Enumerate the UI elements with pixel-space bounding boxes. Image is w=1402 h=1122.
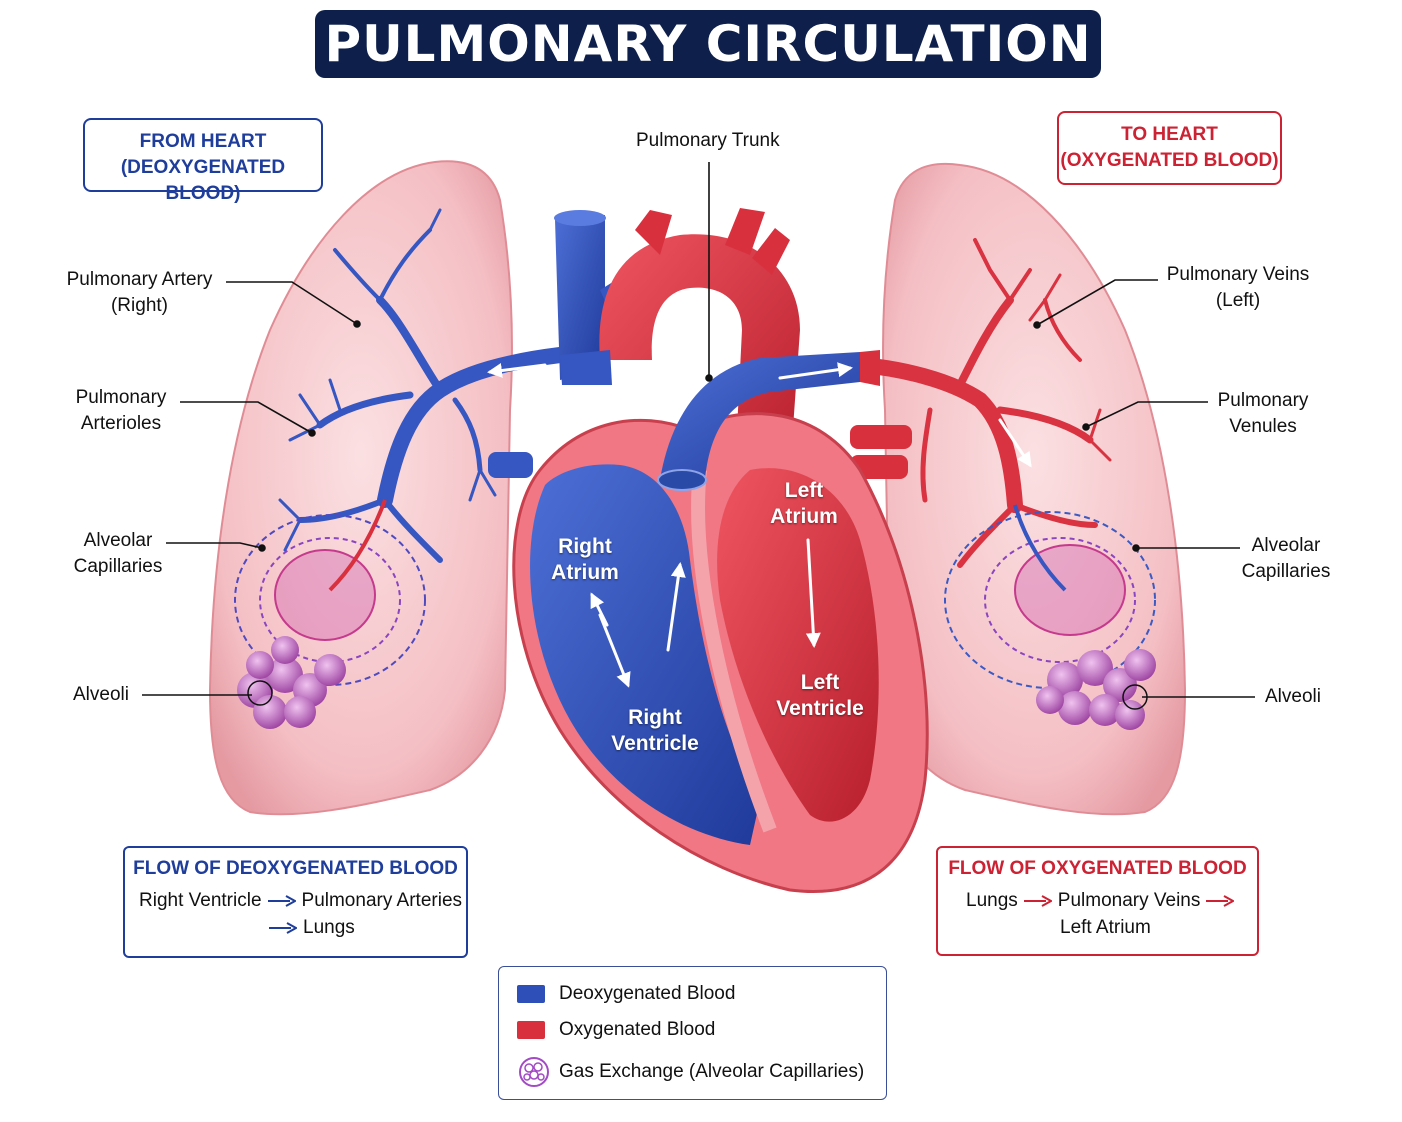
- flow-oxygenated-heading: FLOW OF OXYGENATED BLOOD: [948, 858, 1247, 879]
- label-alveoli-left: Alveoli: [73, 684, 129, 705]
- right-lung: [882, 163, 1187, 816]
- legend-label-oxygenated: Oxygenated Blood: [559, 1019, 716, 1040]
- label-right-atrium-line2: Atrium: [551, 561, 619, 584]
- legend-item-gas-exchange: Gas Exchange (Alveolar Capillaries): [517, 1055, 864, 1089]
- label-alveolar-capillaries-left: Alveolar Capillaries: [66, 528, 170, 580]
- flow-oxygenated-step2: Pulmonary Veins: [1057, 890, 1201, 911]
- legend-swatch-deoxygenated: [517, 985, 545, 1003]
- pulmonary-artery-tree: [278, 208, 568, 563]
- label-pulmonary-arterioles-line1: Pulmonary: [75, 387, 167, 408]
- pulmonary-vein-tree: [852, 238, 1112, 568]
- flow-deoxygenated-line1: Right Ventricle Pulmonary Arteries: [139, 890, 462, 912]
- flow-oxygenated-line1: Lungs Pulmonary Veins: [966, 890, 1240, 912]
- legend-swatch-oxygenated: [517, 1021, 545, 1039]
- flow-oxygenated-step3: Left Atrium: [1060, 917, 1151, 938]
- alveoli-right-cluster: [1036, 649, 1156, 730]
- flow-deoxygenated-step3: Lungs: [303, 917, 355, 938]
- label-pulmonary-venules-line2: Venules: [1229, 416, 1297, 437]
- right-heart: [530, 464, 760, 845]
- flow-deoxygenated-step1: Right Ventricle: [139, 890, 262, 911]
- leader-lines: [142, 162, 1255, 698]
- label-pulmonary-veins-left: Pulmonary Veins (Left): [1162, 262, 1314, 314]
- label-right-atrium-line1: Right: [558, 535, 612, 558]
- from-heart-box: FROM HEART (DEOXYGENATED BLOOD): [83, 118, 323, 204]
- label-right-ventricle-line1: Right: [628, 706, 682, 729]
- flow-deoxygenated-heading: FLOW OF DEOXYGENATED BLOOD: [133, 858, 458, 879]
- from-heart-subtitle: (DEOXYGENATED BLOOD): [120, 157, 286, 204]
- legend-label-gas-exchange: Gas Exchange (Alveolar Capillaries): [559, 1061, 865, 1082]
- capillary-network-icon: [519, 1057, 549, 1087]
- label-alveolar-capillaries-right: Alveolar Capillaries: [1236, 533, 1336, 585]
- to-heart-box: TO HEART (OXYGENATED BLOOD): [1057, 111, 1282, 185]
- label-right-atrium: Right Atrium: [545, 534, 625, 586]
- label-alveolar-capillaries-left-line1: Alveolar: [83, 530, 153, 551]
- page-title: PULMONARY CIRCULATION: [324, 15, 1092, 73]
- flow-oxygenated-box: FLOW OF OXYGENATED BLOOD Lungs Pulmonary…: [936, 846, 1259, 956]
- arrow-right-icon: [269, 922, 297, 934]
- label-alveolar-capillaries-right-line2: Capillaries: [1241, 561, 1331, 582]
- left-heart: [717, 468, 879, 822]
- title-banner: PULMONARY CIRCULATION: [315, 10, 1101, 78]
- label-left-ventricle-line1: Left: [800, 671, 840, 694]
- from-heart-title: FROM HEART: [139, 131, 267, 152]
- label-left-ventricle: Left Ventricle: [770, 670, 870, 722]
- arrow-right-icon: [267, 895, 296, 907]
- legend-label-deoxygenated: Deoxygenated Blood: [559, 983, 736, 1004]
- label-right-ventricle: Right Ventricle: [605, 705, 705, 757]
- label-pulmonary-arterioles: Pulmonary Arterioles: [66, 385, 176, 437]
- pulmonary-trunk: [660, 352, 860, 480]
- alveoli-left-cluster: [237, 636, 346, 729]
- label-right-ventricle-line2: Ventricle: [611, 732, 699, 755]
- label-left-atrium: Left Atrium: [765, 478, 843, 530]
- to-heart-title: TO HEART: [1121, 124, 1218, 145]
- vena-cava: [555, 215, 605, 380]
- label-alveoli-right: Alveoli: [1265, 686, 1321, 707]
- label-pulmonary-artery-right: Pulmonary Artery (Right): [62, 267, 217, 319]
- label-pulmonary-artery-line1: Pulmonary Artery: [66, 269, 213, 290]
- aorta: [599, 234, 800, 470]
- label-pulmonary-trunk: Pulmonary Trunk: [636, 130, 780, 151]
- label-pulmonary-venules: Pulmonary Venules: [1212, 388, 1314, 440]
- label-pulmonary-arterioles-line2: Arterioles: [80, 413, 162, 434]
- legend: Deoxygenated Blood Oxygenated Blood Gas …: [498, 966, 887, 1100]
- label-alveolar-capillaries-right-line1: Alveolar: [1251, 535, 1321, 556]
- label-left-atrium-line2: Atrium: [770, 505, 838, 528]
- flow-deoxygenated-step2: Pulmonary Arteries: [301, 890, 463, 911]
- legend-item-deoxygenated: Deoxygenated Blood: [517, 983, 735, 1005]
- arrow-right-icon: [1206, 895, 1235, 907]
- label-left-atrium-line1: Left: [784, 479, 824, 502]
- label-pulmonary-artery-line2: (Right): [110, 295, 168, 316]
- legend-item-oxygenated: Oxygenated Blood: [517, 1019, 715, 1041]
- flow-oxygenated-step1: Lungs: [966, 890, 1018, 911]
- alveolar-capillaries-left: [234, 499, 426, 686]
- label-alveolar-capillaries-left-line2: Capillaries: [73, 556, 163, 577]
- flow-deoxygenated-box: FLOW OF DEOXYGENATED BLOOD Right Ventric…: [123, 846, 468, 958]
- flow-oxygenated-line2: Left Atrium: [1060, 917, 1151, 939]
- label-left-ventricle-line2: Ventricle: [776, 697, 864, 720]
- flow-deoxygenated-line2: Lungs: [263, 917, 355, 939]
- label-pulmonary-veins-line1: Pulmonary Veins: [1166, 264, 1310, 285]
- label-pulmonary-venules-line1: Pulmonary: [1217, 390, 1309, 411]
- label-pulmonary-veins-line2: (Left): [1215, 290, 1261, 311]
- to-heart-subtitle: (OXYGENATED BLOOD): [1060, 150, 1279, 171]
- arrow-right-icon: [1023, 895, 1052, 907]
- alveolar-capillaries-right: [944, 504, 1156, 689]
